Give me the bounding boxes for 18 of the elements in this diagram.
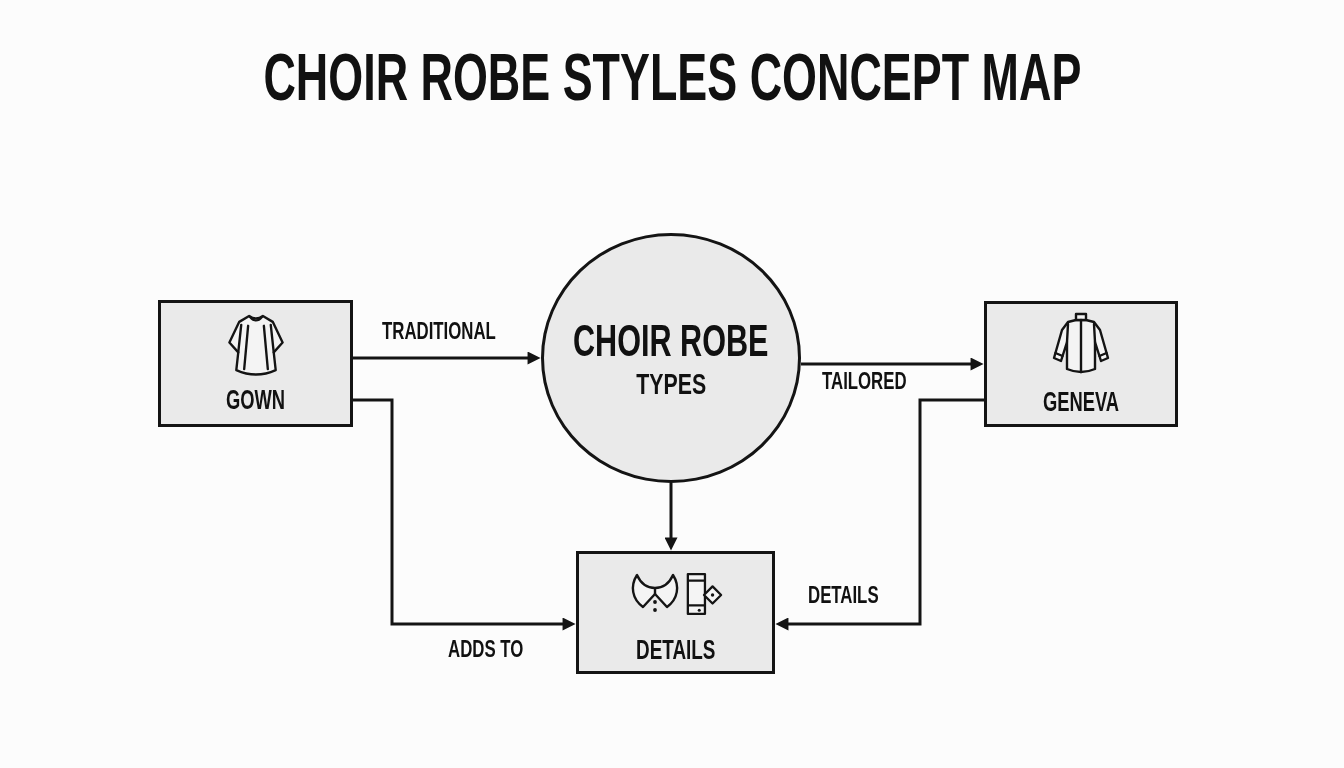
arrow [801,357,984,371]
edge-label: TRADITIONAL [382,320,496,343]
node-label: GOWN [225,387,286,414]
arrow [353,351,541,365]
concept-box [158,300,353,427]
edge-label: ADDS TO [448,638,524,661]
node-sublabel: TYPES [636,368,706,399]
concept-box [576,551,775,674]
arrow [664,483,678,551]
arrow [353,398,576,631]
concept-box [984,301,1178,427]
node-label: DETAILS [635,637,716,664]
diagram-title: CHOIR ROBE STYLES CONCEPT MAP [263,44,1081,110]
node-label: CHOIR ROBE [573,317,769,363]
edge-label: DETAILS [808,584,879,607]
node-label: GENEVA [1042,389,1120,416]
arrow [775,398,984,631]
edge-label: TAILORED [822,370,907,393]
